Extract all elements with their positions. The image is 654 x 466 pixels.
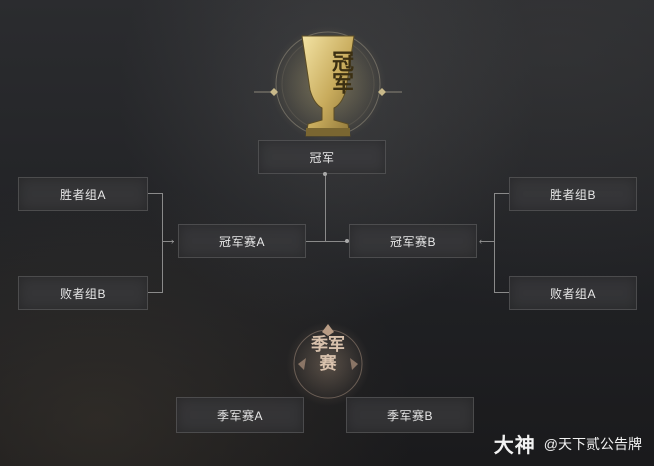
- connector-line: [325, 174, 326, 241]
- trophy-text: 冠军: [328, 50, 354, 94]
- final-b-label: 冠军赛B: [389, 234, 436, 249]
- connector-line: [494, 193, 509, 194]
- third-place-b-label: 季军赛B: [386, 408, 433, 423]
- bracket-arrow-icon: ‹: [479, 236, 482, 246]
- connector-line: [148, 193, 162, 194]
- winners-bracket-a-box[interactable]: 胜者组A: [18, 177, 148, 211]
- champion-trophy-emblem: 冠军: [252, 12, 404, 142]
- champion-label: 冠军: [309, 150, 335, 165]
- losers-bracket-b-label: 败者组B: [59, 286, 106, 301]
- connector-line: [148, 292, 162, 293]
- trophy-icon: [254, 26, 402, 142]
- champion-box[interactable]: 冠军: [258, 140, 386, 174]
- losers-bracket-a-label: 败者组A: [549, 286, 596, 301]
- losers-bracket-a-box[interactable]: 败者组A: [509, 276, 637, 310]
- winners-bracket-b-box[interactable]: 胜者组B: [509, 177, 637, 211]
- connector-line: [494, 193, 495, 293]
- third-place-a-box[interactable]: 季军赛A: [176, 397, 304, 433]
- watermark: 大神 @天下贰公告牌: [494, 429, 642, 458]
- connector-line: [162, 193, 163, 293]
- winners-bracket-b-label: 胜者组B: [549, 187, 596, 202]
- third-place-emblem: 季军赛: [276, 318, 380, 406]
- connector-line: [162, 241, 174, 242]
- third-place-a-label: 季军赛A: [216, 408, 263, 423]
- connector-line: [480, 241, 494, 242]
- bracket-arrow-icon: ›: [171, 236, 174, 246]
- third-place-emblem-text: 季军赛: [311, 335, 345, 374]
- third-place-b-box[interactable]: 季军赛B: [346, 397, 474, 433]
- third-place-emblem-icon: [286, 322, 370, 406]
- watermark-handle: @天下贰公告牌: [543, 435, 642, 452]
- final-a-label: 冠军赛A: [218, 234, 265, 249]
- connector-dot: [345, 239, 349, 243]
- losers-bracket-b-box[interactable]: 败者组B: [18, 276, 148, 310]
- final-b-box[interactable]: 冠军赛B: [349, 224, 477, 258]
- connector-line: [306, 241, 349, 242]
- connector-dot: [323, 172, 327, 176]
- watermark-logo: 大神: [493, 435, 536, 457]
- winners-bracket-a-label: 胜者组A: [59, 187, 106, 202]
- final-a-box[interactable]: 冠军赛A: [178, 224, 306, 258]
- connector-line: [494, 292, 509, 293]
